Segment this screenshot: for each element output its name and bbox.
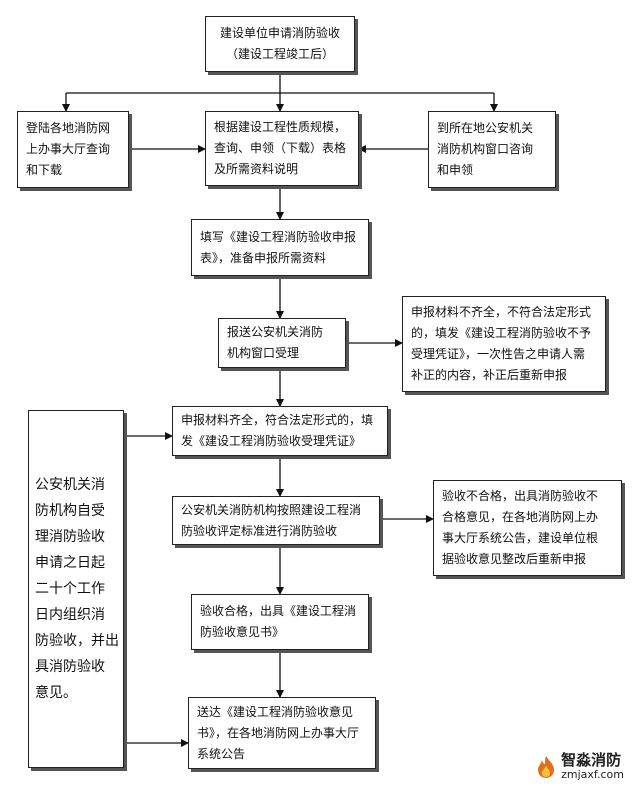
incomplete-line-2: 的，填发《建设工程消防验收不予 — [411, 326, 592, 340]
fill-form-line-1: 填写《建设工程消防验收申报 — [200, 229, 357, 244]
incomplete-box: 申报材料不齐全，不符合法定形式 的，填发《建设工程消防验收不予 受理凭证》，一次… — [402, 296, 606, 392]
watermark-title: 智淼消防 — [561, 751, 622, 769]
window-consult-line-2: 消防机构窗口咨询 — [437, 142, 534, 156]
info-query-line-2: 查询、申领（下载）表格 — [214, 141, 347, 155]
info-query-line-1: 根据建设工程性质规模， — [214, 120, 347, 134]
fail-line-3: 事大厅系统公告，建设单位根 — [442, 531, 599, 545]
fail-box: 验收不合格，出具消防验收不 合格意见，在各地消防网上办 事大厅系统公告，建设单位… — [433, 480, 622, 576]
side-note-line-1: 公安机关消 — [35, 477, 105, 493]
incomplete-line-4: 补正的内容，补正后重新申报 — [411, 368, 568, 382]
watermark-url: zmjaxf.com — [561, 768, 624, 781]
inspection-line-2: 防验收评定标准进行消防验收 — [181, 523, 338, 538]
start-box: 建设单位申请消防验收 （建设工程竣工后） — [205, 16, 355, 72]
window-consult-line-1: 到所在地公安机关 — [437, 121, 534, 135]
submit-line-2: 机构窗口受理 — [227, 346, 300, 360]
side-note-box: 公安机关消 防机构自受 理消防验收 申请之日起 二十个工作 日内组织消 防验收，… — [28, 410, 124, 768]
deliver-line-3: 系统公告 — [197, 746, 246, 761]
fill-form-box: 填写《建设工程消防验收申报 表》，准备申报所需资料 — [191, 219, 369, 276]
fill-form-line-2: 表》，准备申报所需资料 — [200, 250, 327, 265]
deliver-box: 送达《建设工程消防验收意见 书》，在各地消防网上办事大厅 系统公告 — [188, 697, 376, 769]
side-note-line-4: 申请之日起 — [35, 555, 105, 571]
inspection-box: 公安机关消防机构按照建设工程消 防验收评定标准进行消防验收 — [172, 496, 380, 545]
side-note-line-5: 二十个工作 — [35, 581, 105, 597]
side-note-line-6: 日内组织消 — [35, 607, 105, 623]
pass-line-1: 验收合格，出具《建设工程消 — [200, 604, 357, 618]
window-consult-box: 到所在地公安机关 消防机构窗口咨询 和申领 — [428, 111, 556, 188]
side-note-line-9: 意见。 — [35, 685, 77, 701]
flame-icon — [538, 755, 555, 778]
side-note-line-7: 防验收，并出 — [35, 633, 119, 649]
complete-line-2: 发《建设工程消防验收受理凭证》 — [181, 434, 362, 448]
deliver-line-2: 书》，在各地消防网上办事大厅 — [197, 725, 360, 740]
info-query-box: 根据建设工程性质规模， 查询、申领（下载）表格 及所需资料说明 — [205, 111, 359, 186]
online-query-line-3: 和下载 — [26, 163, 63, 177]
pass-line-2: 防验收意见书》 — [200, 625, 285, 639]
complete-box: 申报材料齐全，符合法定形式的，填 发《建设工程消防验收受理凭证》 — [172, 406, 388, 456]
side-note-line-2: 防机构自受 — [35, 503, 105, 519]
complete-line-1: 申报材料齐全，符合法定形式的，填 — [181, 413, 374, 427]
side-note-line-3: 理消防验收 — [35, 529, 105, 545]
window-consult-line-3: 和申领 — [437, 163, 474, 177]
watermark-text: 智淼消防 zmjaxf.com — [561, 752, 624, 781]
fail-line-2: 合格意见，在各地消防网上办 — [442, 510, 599, 524]
side-note-line-8: 具消防验收 — [35, 659, 105, 675]
fail-line-1: 验收不合格，出具消防验收不 — [442, 489, 599, 503]
pass-box: 验收合格，出具《建设工程消 防验收意见书》 — [191, 594, 369, 650]
submit-line-1: 报送公安机关消防 — [227, 325, 324, 339]
watermark: 智淼消防 zmjaxf.com — [535, 752, 624, 781]
start-line-2: （建设工程竣工后） — [225, 47, 334, 61]
start-line-1: 建设单位申请消防验收 — [219, 26, 340, 40]
info-query-line-3: 及所需资料说明 — [214, 162, 299, 176]
fail-line-4: 据验收意见整改后重新申报 — [442, 552, 587, 566]
inspection-line-1: 公安机关消防机构按照建设工程消 — [181, 502, 362, 517]
online-query-box: 登陆各地消防网 上办事大厅查询 和下载 — [17, 111, 129, 188]
online-query-line-2: 上办事大厅查询 — [26, 142, 111, 156]
online-query-line-1: 登陆各地消防网 — [26, 121, 111, 135]
incomplete-line-3: 受理凭证》，一次性告之申请人需 — [411, 347, 586, 361]
deliver-line-1: 送达《建设工程消防验收意见 — [197, 704, 354, 719]
submit-box: 报送公安机关消防 机构窗口受理 — [218, 318, 346, 368]
incomplete-line-1: 申报材料不齐全，不符合法定形式 — [411, 305, 592, 319]
